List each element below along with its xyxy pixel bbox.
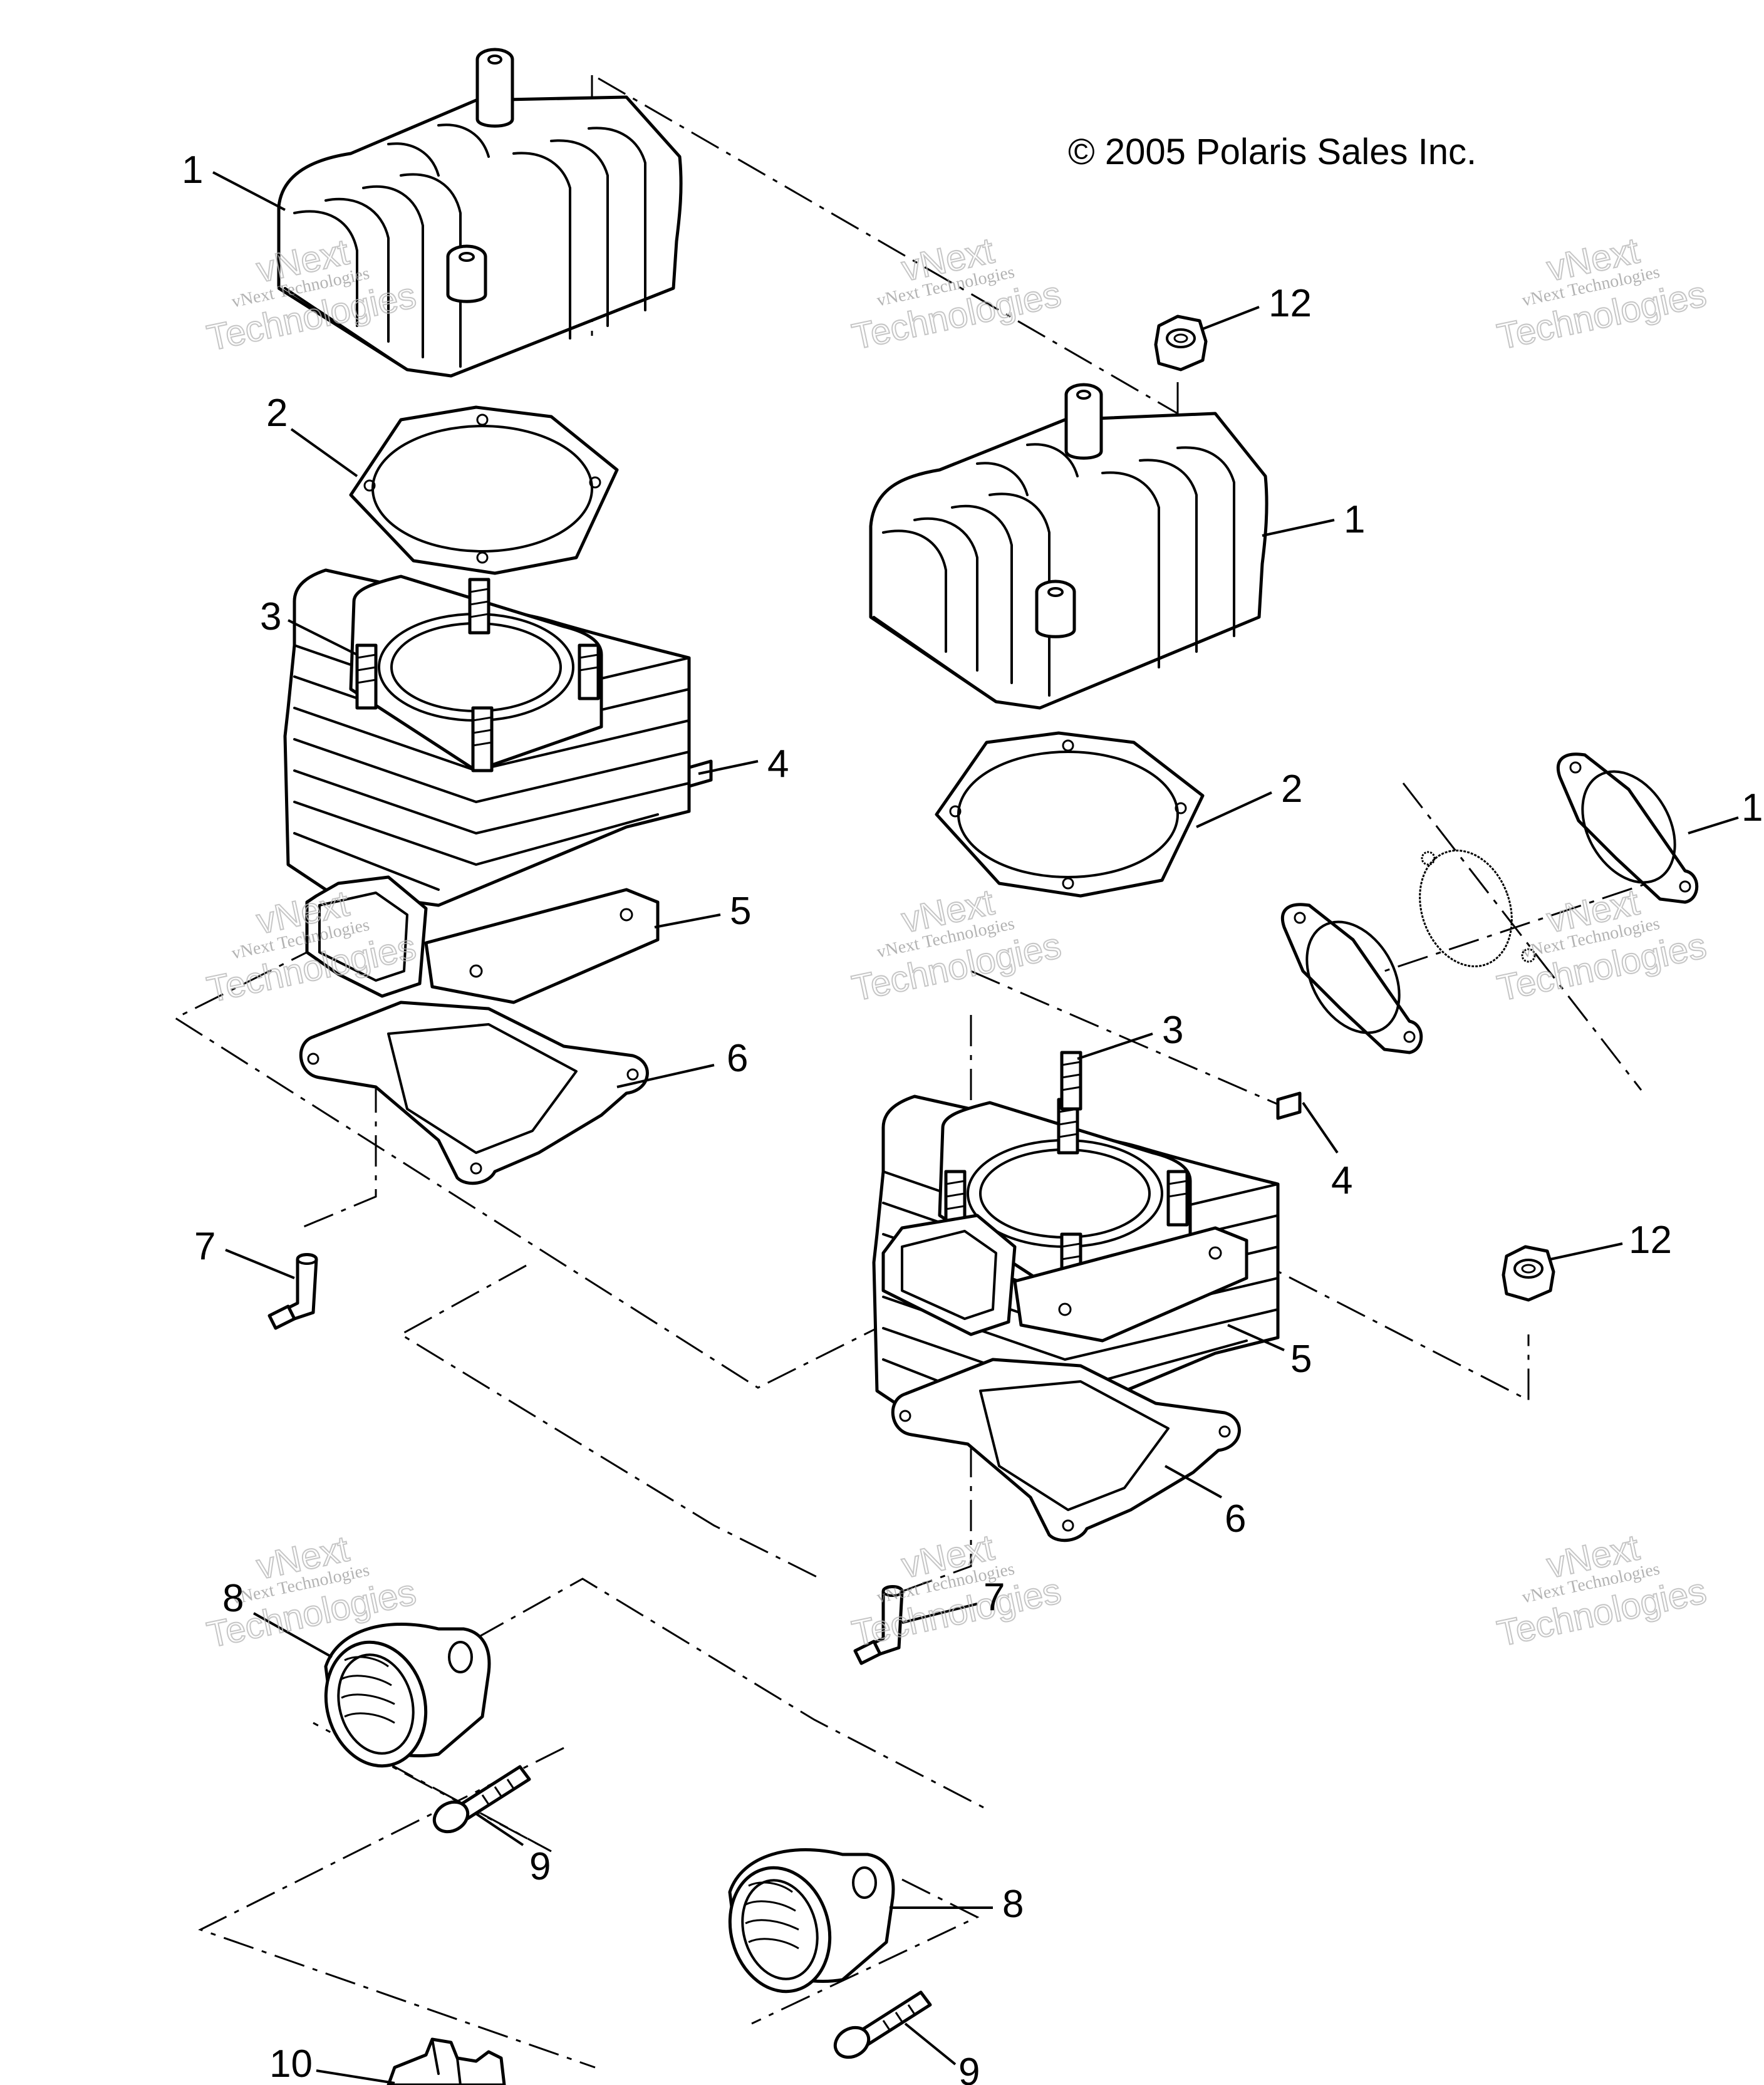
callout-4: 4	[1331, 1159, 1352, 1202]
callout-10: 10	[269, 2042, 313, 2085]
callout-12: 12	[1269, 282, 1312, 325]
callout-3: 3	[1162, 1009, 1183, 1052]
intake-gasket-mid-right	[1280, 903, 1423, 1054]
head-gasket-right	[935, 731, 1205, 898]
callout-6: 6	[1225, 1497, 1246, 1541]
watermark-2: vNext Technologies vNext Technologies	[848, 229, 1066, 358]
nut-bottom	[1502, 1245, 1555, 1302]
fitting-right	[853, 1585, 904, 1665]
callout-7: 7	[983, 1576, 1005, 1619]
leader-lines	[212, 171, 1739, 2084]
intake-gasket-outline	[1419, 850, 1536, 967]
watermark-5: vNext Technologies vNext Technologies	[848, 881, 1066, 1009]
cylinder-left	[283, 568, 713, 1004]
watermark-3: vNext Technologies vNext Technologies	[1493, 229, 1711, 358]
copyright-notice: © 2005 Polaris Sales Inc.	[1068, 132, 1476, 172]
callout-5: 5	[730, 890, 751, 933]
fitting-left	[267, 1253, 318, 1330]
callout-1: 1	[1344, 498, 1365, 541]
callout-1: 1	[1741, 786, 1763, 829]
clamp	[387, 2037, 506, 2085]
bolt-left	[432, 1765, 531, 1834]
callout-12: 12	[1629, 1219, 1672, 1262]
callout-4: 4	[767, 742, 789, 786]
callout-2: 2	[266, 392, 288, 435]
cylinder-head-left	[277, 48, 683, 378]
watermark-8: vNext Technologies vNext Technologies	[848, 1526, 1066, 1655]
callouts: 1 2 3 4 5 6 7 12 1 2 1 3 4 12 5 6 7 8 9 …	[182, 148, 1763, 2085]
intake-gasket-far-right	[1556, 752, 1699, 904]
callout-8: 8	[1002, 1883, 1024, 1926]
callout-7: 7	[194, 1225, 215, 1268]
callout-8: 8	[222, 1577, 244, 1620]
callout-9: 9	[958, 2051, 980, 2085]
nut-top	[1154, 315, 1208, 372]
cylinder-head-right	[869, 383, 1269, 710]
head-gasket-left	[349, 405, 619, 575]
intake-boot-right	[728, 1848, 895, 1994]
callout-2: 2	[1281, 767, 1302, 811]
watermark-9: vNext Technologies vNext Technologies	[1493, 1526, 1711, 1655]
intake-boot-left	[324, 1623, 491, 1768]
base-gasket-right	[891, 1358, 1241, 1542]
callout-9: 9	[529, 1845, 551, 1888]
cylinder-right	[872, 1051, 1302, 1433]
callout-1: 1	[182, 148, 203, 192]
callout-6: 6	[727, 1037, 748, 1080]
bolt-right	[833, 1990, 932, 2059]
callout-5: 5	[1290, 1338, 1312, 1381]
callout-3: 3	[260, 595, 281, 638]
base-gasket-left	[299, 1001, 649, 1185]
